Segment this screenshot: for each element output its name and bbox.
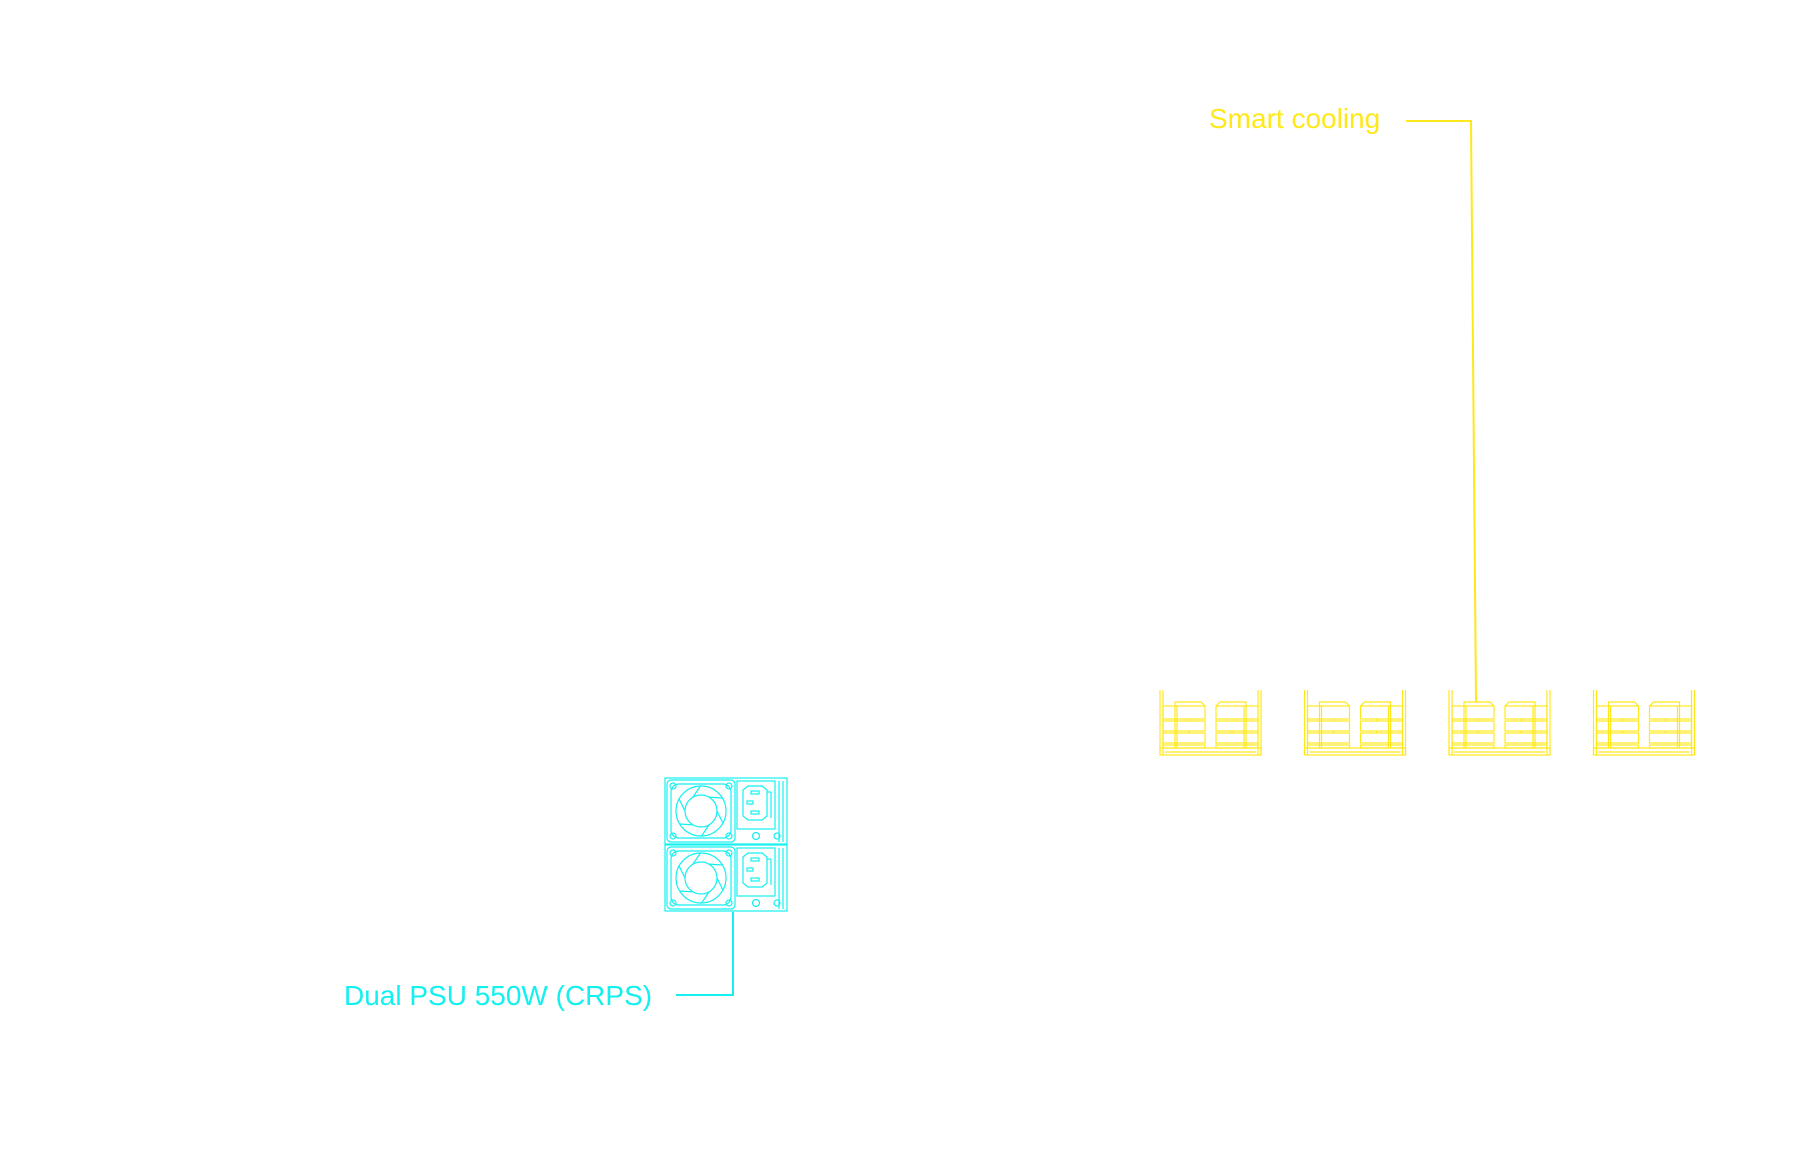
fan-module-icon — [1303, 690, 1407, 756]
fan-module-icon — [1448, 690, 1551, 756]
fan-modules — [1159, 690, 1696, 756]
psu-units — [664, 777, 788, 912]
psu-icon — [664, 844, 788, 912]
fan-module-icon — [1159, 690, 1262, 756]
psu-icon — [664, 777, 788, 845]
dual-psu-label: Dual PSU 550W (CRPS) — [344, 980, 653, 1011]
psu-callout-line — [676, 912, 734, 996]
smart-cooling-label: Smart cooling — [1209, 103, 1381, 134]
fan-module-icon — [1592, 690, 1696, 756]
cooling-callout-line — [1406, 120, 1477, 703]
